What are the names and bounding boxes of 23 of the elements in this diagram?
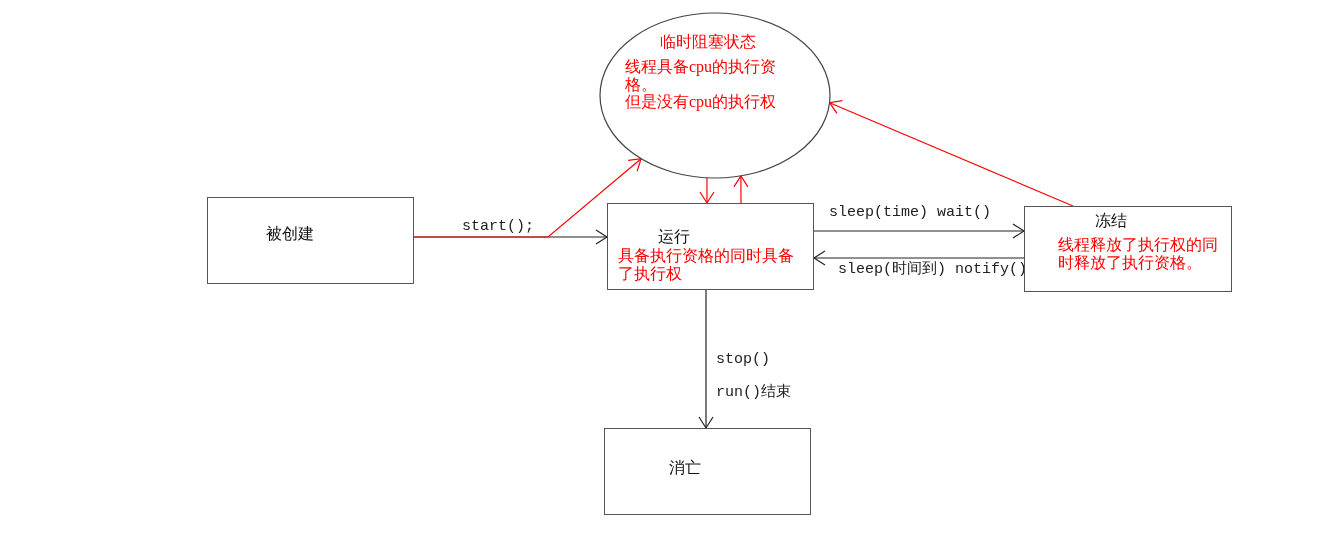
state-description: 但是没有cpu的执行权: [625, 93, 778, 111]
arrow: [699, 177, 715, 204]
state-title: 被创建: [266, 225, 315, 243]
state-ellipse: [600, 13, 830, 178]
arrow: [413, 158, 642, 238]
arrow: [813, 250, 1025, 266]
state-box: [607, 203, 814, 290]
arrow: [813, 223, 1025, 239]
arrow: [698, 289, 714, 429]
state-title: 运行: [658, 228, 691, 246]
state-description: 具备执行资格的同时具备了执行权: [618, 247, 795, 283]
state-description: 线程具备cpu的执行资格。: [625, 58, 778, 94]
edge-label: sleep(time) wait(): [829, 204, 992, 222]
state-box: [207, 197, 414, 284]
state-box: [1024, 206, 1232, 292]
state-title: 消亡: [669, 459, 702, 477]
state-description: 线程释放了执行权的同时释放了执行资格。: [1058, 236, 1219, 272]
state-title: 冻结: [1095, 212, 1128, 230]
edge-label: start();: [462, 218, 534, 236]
state-box: [604, 428, 811, 515]
arrow: [733, 175, 749, 204]
state-title: 临时阻塞状态: [660, 33, 757, 51]
arrow: [828, 99, 1074, 207]
